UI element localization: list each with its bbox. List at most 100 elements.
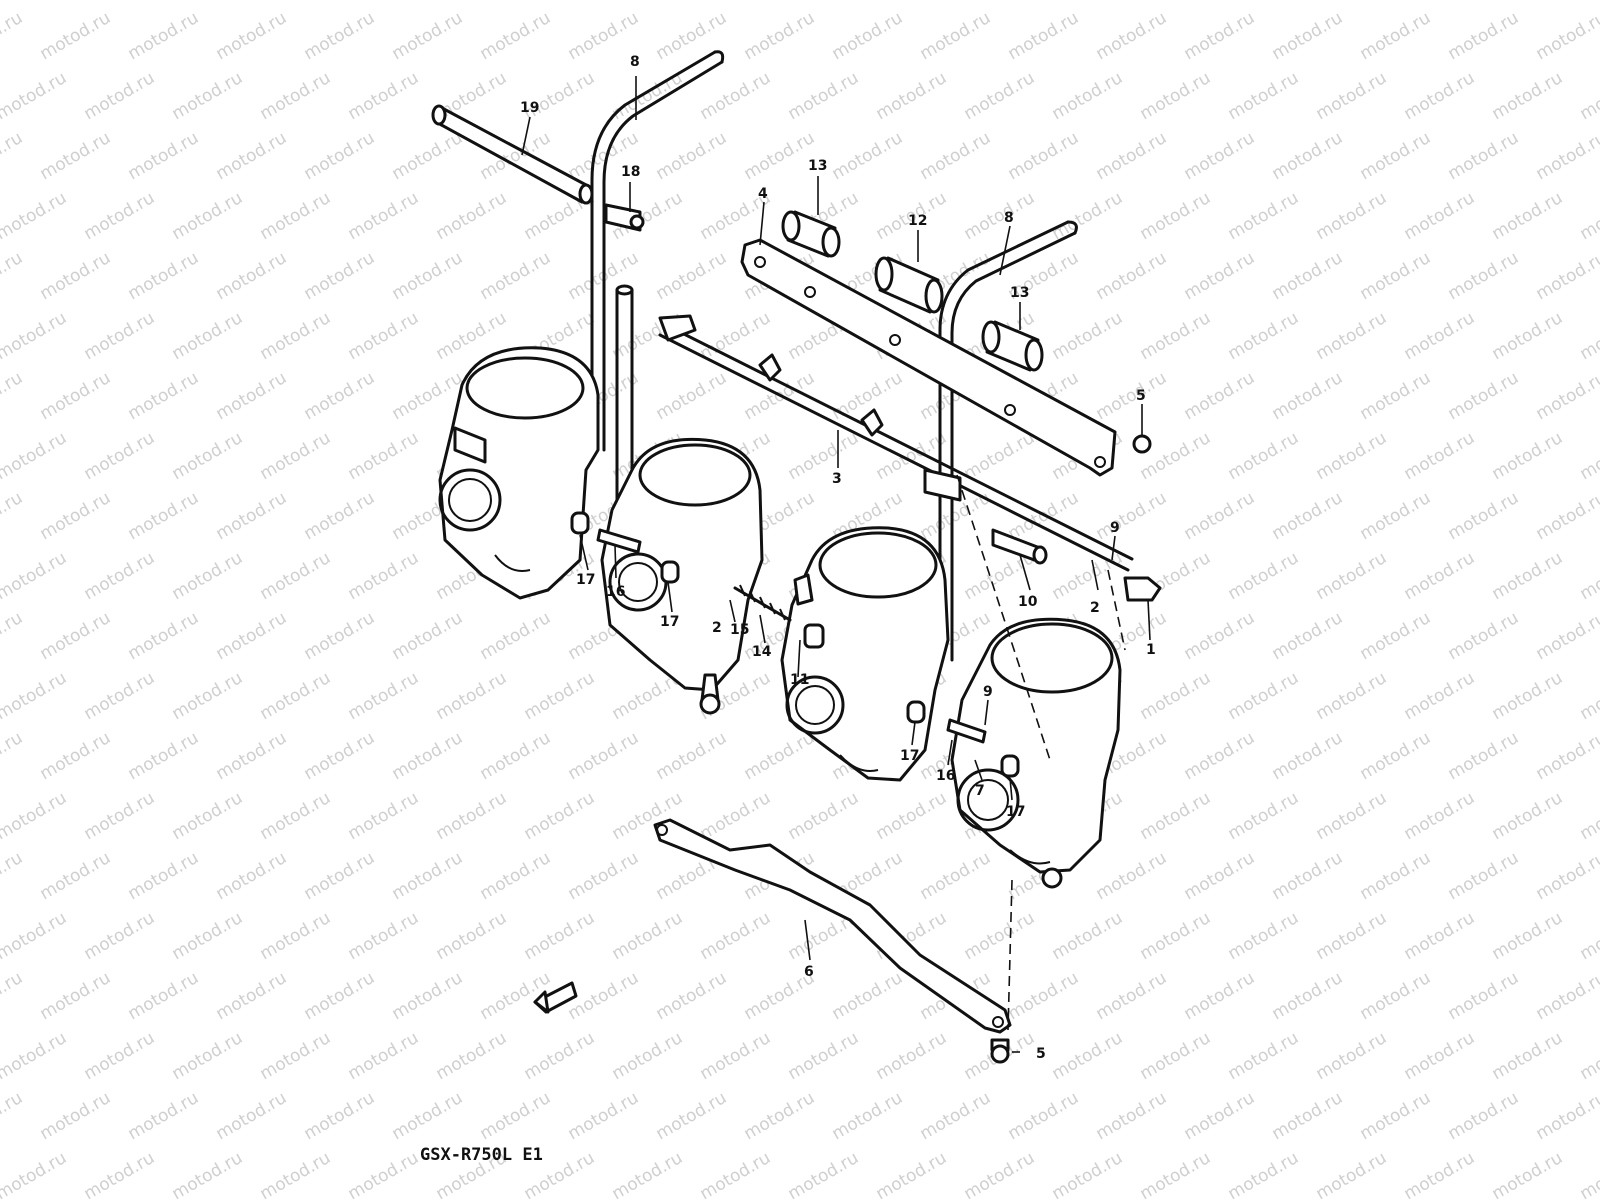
watermark-text: motod.ru xyxy=(961,68,1039,124)
watermark-text: motod.ru xyxy=(345,788,423,844)
callout-18: 18 xyxy=(621,164,640,180)
watermark-text: motod.ru xyxy=(1225,68,1303,124)
watermark-text: motod.ru xyxy=(301,488,379,544)
watermark-text: motod.ru xyxy=(1225,188,1303,244)
watermark-text: motod.ru xyxy=(1137,0,1215,4)
watermark-text: motod.ru xyxy=(917,8,995,64)
watermark-text: motod.ru xyxy=(961,428,1039,484)
spring-17-c xyxy=(908,702,924,722)
watermark-text: motod.ru xyxy=(785,1148,863,1200)
watermark-text: motod.ru xyxy=(1445,8,1523,64)
watermark-text: motod.ru xyxy=(125,368,203,424)
watermark-text: motod.ru xyxy=(1401,188,1479,244)
bolt-5-top xyxy=(1134,436,1150,452)
watermark-text: motod.ru xyxy=(1445,968,1523,1024)
watermark-text: motod.ru xyxy=(1489,68,1567,124)
watermark-text: motod.ru xyxy=(1445,128,1523,184)
callout-5-top: 5 xyxy=(1136,388,1146,404)
watermark-text: motod.ru xyxy=(1093,248,1171,304)
watermark-text: motod.ru xyxy=(1049,548,1127,604)
watermark-text: motod.ru xyxy=(1225,0,1303,4)
watermark-text: motod.ru xyxy=(81,188,159,244)
bolt-5-bottom xyxy=(992,1040,1008,1062)
callout-13-top: 13 xyxy=(808,158,827,174)
watermark-text: motod.ru xyxy=(1269,248,1347,304)
watermark-text: motod.ru xyxy=(653,368,731,424)
watermark-text: motod.ru xyxy=(477,1088,555,1144)
watermark-text: motod.ru xyxy=(1181,368,1259,424)
watermark-text: motod.ru xyxy=(653,728,731,784)
watermark-text: motod.ru xyxy=(0,1148,70,1200)
watermark-text: motod.ru xyxy=(829,128,907,184)
watermark-text: motod.ru xyxy=(37,368,115,424)
watermark-text: motod.ru xyxy=(37,968,115,1024)
part-11 xyxy=(805,625,823,647)
watermark-text: motod.ru xyxy=(477,128,555,184)
watermark-text: motod.ru xyxy=(521,0,599,4)
watermark-text: motod.ru xyxy=(1005,488,1083,544)
watermark-text: motod.ru xyxy=(1489,908,1567,964)
callout-17-b: 17 xyxy=(660,614,679,630)
watermark-text: motod.ru xyxy=(169,0,247,4)
watermark-text: motod.ru xyxy=(301,8,379,64)
watermark-text: motod.ru xyxy=(1577,548,1600,604)
watermark-text: motod.ru xyxy=(1533,848,1600,904)
watermark-text: motod.ru xyxy=(257,308,335,364)
spring-17-d xyxy=(1002,756,1018,776)
watermark-text: motod.ru xyxy=(565,1088,643,1144)
watermark-text: motod.ru xyxy=(1357,128,1435,184)
watermark-text: motod.ru xyxy=(1445,728,1523,784)
watermark-text: motod.ru xyxy=(0,968,26,1024)
watermark-text: motod.ru xyxy=(0,128,26,184)
watermark-text: motod.ru xyxy=(697,1028,775,1084)
watermark-text: motod.ru xyxy=(1049,0,1127,4)
watermark-text: motod.ru xyxy=(257,428,335,484)
callout-14: 14 xyxy=(752,644,772,660)
watermark-text: motod.ru xyxy=(653,248,731,304)
watermark-text: motod.ru xyxy=(1445,488,1523,544)
watermark-text: motod.ru xyxy=(1005,8,1083,64)
watermark-text: motod.ru xyxy=(125,848,203,904)
watermark-text: motod.ru xyxy=(389,608,467,664)
watermark-text: motod.ru xyxy=(1313,908,1391,964)
watermark-text: motod.ru xyxy=(1577,788,1600,844)
watermark-text: motod.ru xyxy=(1313,1148,1391,1200)
watermark-text: motod.ru xyxy=(81,1028,159,1084)
watermark-text: motod.ru xyxy=(961,0,1039,4)
watermark-text: motod.ru xyxy=(1401,1028,1479,1084)
watermark-text: motod.ru xyxy=(0,848,26,904)
callout-8-right: 8 xyxy=(1004,210,1014,226)
watermark-text: motod.ru xyxy=(697,788,775,844)
watermark-text: motod.ru xyxy=(565,728,643,784)
watermark-text: motod.ru xyxy=(1357,368,1435,424)
watermark-text: motod.ru xyxy=(213,368,291,424)
callout-15: 15 xyxy=(730,622,749,638)
watermark-text: motod.ru xyxy=(1005,128,1083,184)
watermark-text: motod.ru xyxy=(1049,1148,1127,1200)
watermark-text: motod.ru xyxy=(1577,1028,1600,1084)
watermark-text: motod.ru xyxy=(1181,848,1259,904)
watermark-text: motod.ru xyxy=(213,608,291,664)
callout-2-right: 2 xyxy=(1090,600,1100,616)
watermark-text: motod.ru xyxy=(1313,308,1391,364)
watermark-text: motod.ru xyxy=(1533,128,1600,184)
watermark-text: motod.ru xyxy=(0,8,26,64)
watermark-text: motod.ru xyxy=(0,668,70,724)
watermark-text: motod.ru xyxy=(37,248,115,304)
watermark-text: motod.ru xyxy=(1093,848,1171,904)
watermark-text: motod.ru xyxy=(1313,0,1391,4)
watermark-text: motod.ru xyxy=(301,128,379,184)
watermark-text: motod.ru xyxy=(1489,1148,1567,1200)
sleeve-12 xyxy=(876,258,942,312)
watermark-text: motod.ru xyxy=(521,788,599,844)
watermark-text: motod.ru xyxy=(1269,968,1347,1024)
watermark-text: motod.ru xyxy=(257,548,335,604)
callout-13-right: 13 xyxy=(1010,285,1029,301)
callout-9-top: 9 xyxy=(1110,520,1120,536)
callout-3: 3 xyxy=(832,471,842,487)
watermark-text: motod.ru xyxy=(1313,668,1391,724)
watermark-text: motod.ru xyxy=(1577,908,1600,964)
watermark-text: motod.ru xyxy=(653,8,731,64)
watermark-text: motod.ru xyxy=(389,8,467,64)
watermark-text: motod.ru xyxy=(389,248,467,304)
